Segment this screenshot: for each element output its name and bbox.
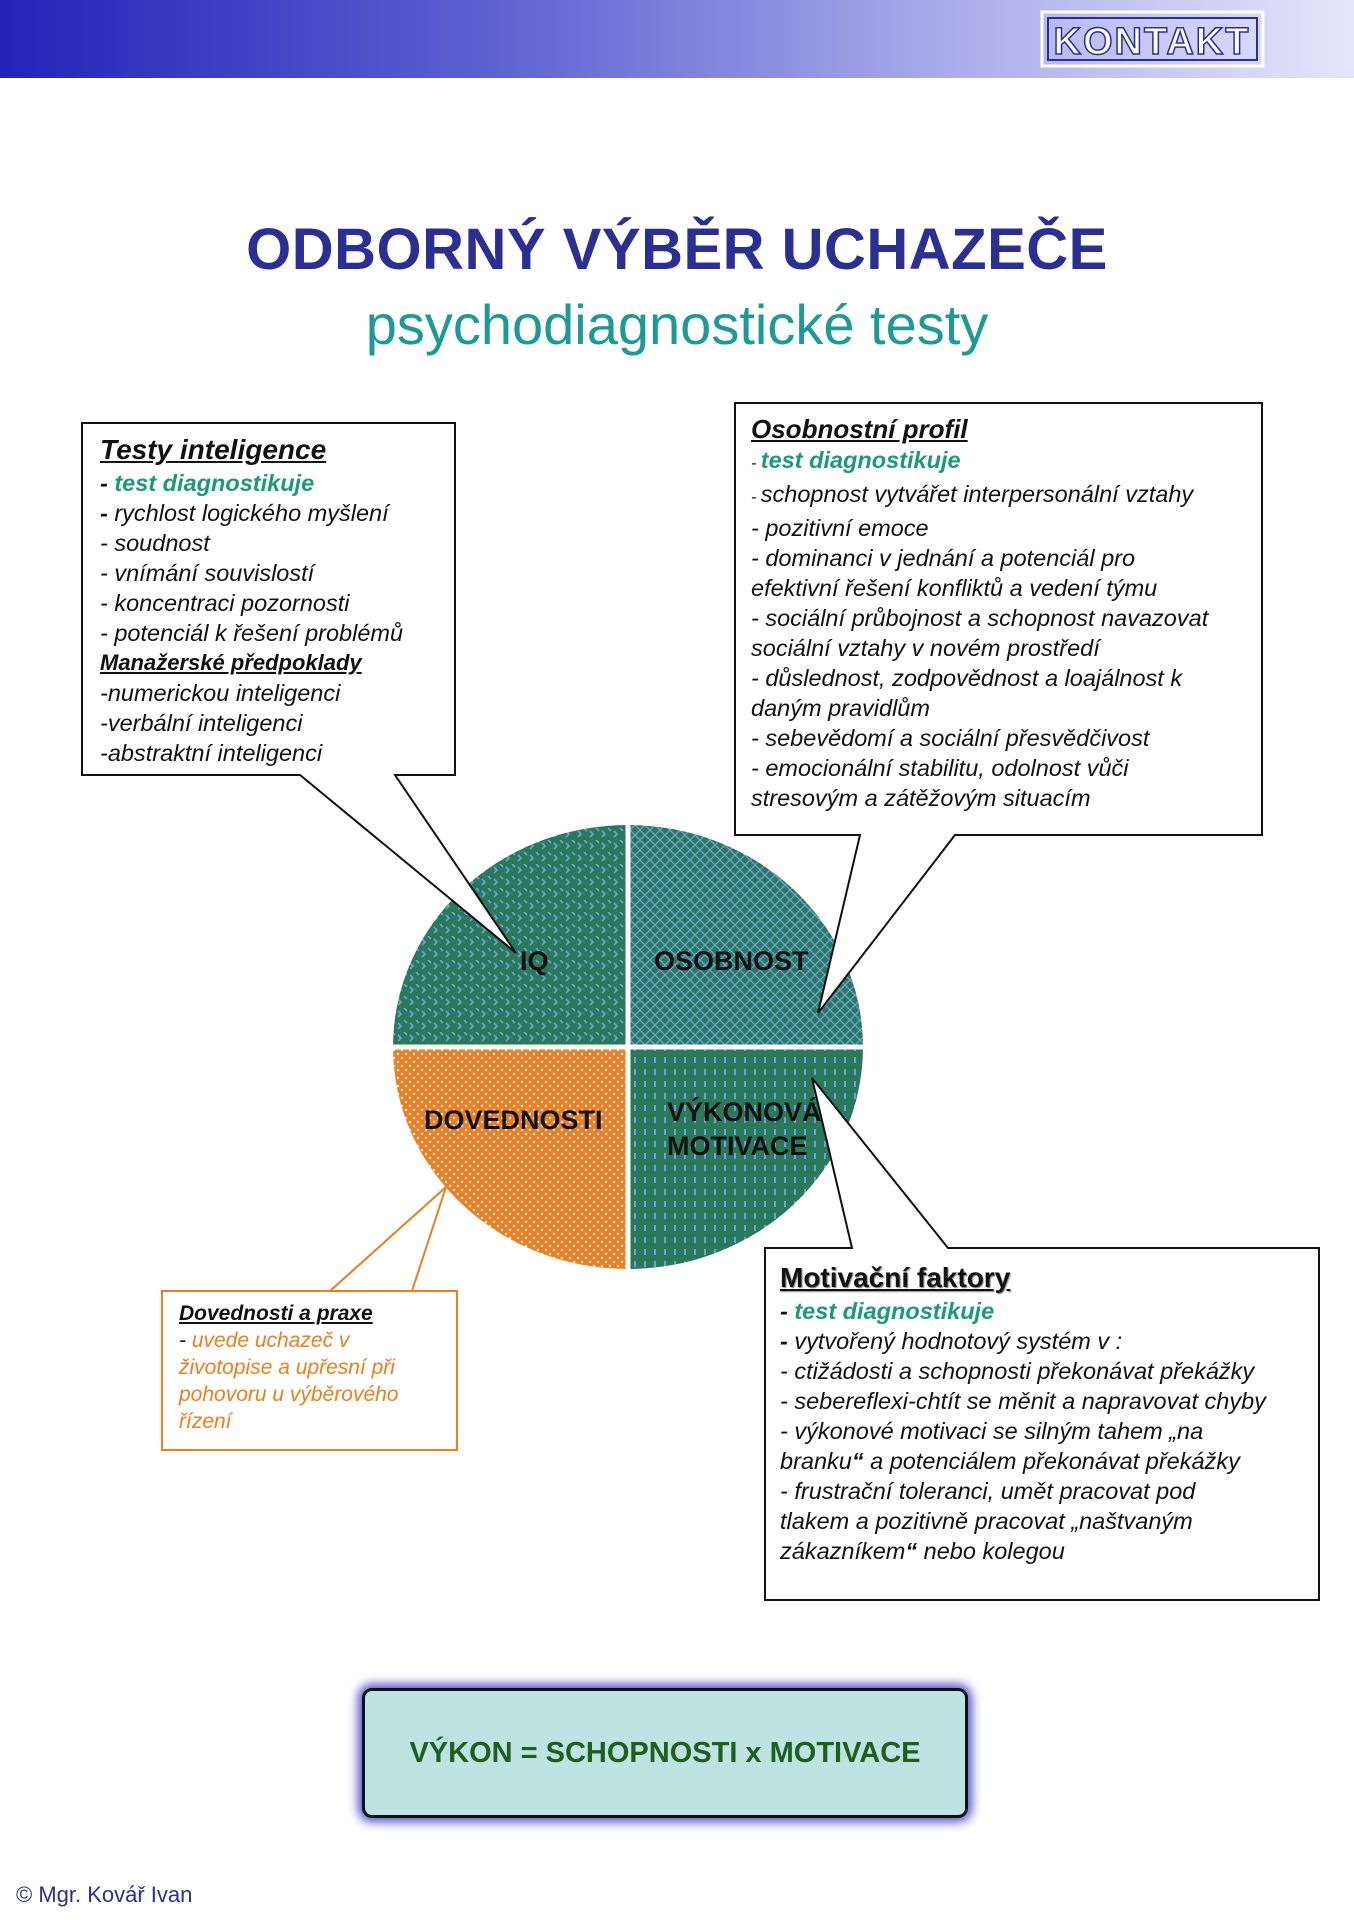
list-item: - pozitivní emoce [751,515,929,541]
list-item: - sebereflexi-chtít se měnit a napravova… [780,1388,1266,1414]
list-item: - výkonové motivaci se silným tahem „na [780,1418,1204,1444]
list-item: uvede uchazeč v [191,1329,350,1352]
list-item: rychlost logického myšlení [114,500,389,526]
list-item: branku [780,1448,852,1474]
diag-label: test diagnostikuje [794,1298,995,1324]
list-item: stresovým a zátěžovým situacím [751,785,1091,811]
callout-motivace [764,1077,1320,1601]
pie-quadrant-dovednosti [393,1047,628,1269]
list-item: - emocionální stabilitu, odolnost vůči [751,755,1129,781]
quote-mark: “ [851,1448,864,1474]
box-heading: Osobnostní profil [751,414,968,444]
formula-box: VÝKON = SCHOPNOSTI x MOTIVACE [362,1688,968,1818]
callout-osobnost [734,402,1263,1014]
page-subtitle: psychodiagnostické testy [365,293,989,356]
list-item: -numerickou inteligenci [100,680,341,706]
list-item: daným pravidlům [751,695,930,721]
pie-label-vykonova: VÝKONOVÁ [667,1097,822,1127]
list-item: - sociální průbojnost a schopnost navazo… [751,605,1209,631]
diag-label: test diagnostikuje [760,447,961,473]
box-heading: Testy inteligence [100,434,327,465]
footer-author: © Mgr. Kovář Ivan [16,1882,193,1907]
kontakt-logo: KONTAKT [1040,10,1265,68]
bullet: - [179,1329,192,1352]
list-item: sociální vztahy v novém prostředí [751,635,1100,661]
list-item: životopise a upřesní při [179,1356,395,1379]
callout-dovednosti [161,1183,458,1451]
list-item: -verbální inteligenci [100,710,303,736]
list-item: - koncentraci pozornosti [100,590,350,616]
list-item: řízení [179,1410,232,1433]
box-inteligence: Testy inteligence - test diagnostikuje -… [100,434,404,766]
list-item: schopnost vytvářet interpersonální vztah… [760,481,1194,507]
pie-label-iq: IQ [520,946,549,976]
pie-quadrant-osobnost [628,825,863,1047]
box-heading: Dovednosti a praxe [179,1302,373,1325]
callout-inteligence [81,422,517,954]
list-item: - sebevědomí a sociální přesvědčivost [751,725,1150,751]
list-item: - soudnost [100,530,210,556]
box-heading: Motivační faktory [780,1262,1011,1293]
sub-heading: Manažerské předpoklady [100,650,362,675]
pie-label-dovednosti: DOVEDNOSTI [424,1105,603,1135]
box-osobnost: Osobnostní profil - test diagnostikuje -… [751,414,1209,811]
formula-text: VÝKON = SCHOPNOSTI x MOTIVACE [409,1736,921,1769]
list-item: tlakem a pozitivně pracovat „naštvaným [780,1508,1193,1534]
box-dovednosti: Dovednosti a praxe - uvede uchazeč v živ… [179,1300,399,1435]
list-item: efektivní řešení konfliktů a vedení týmu [751,575,1158,601]
list-item: -abstraktní inteligenci [100,740,323,766]
box-motivace: Motivační faktory - test diagnostikuje -… [780,1262,1266,1564]
list-item: - frustrační toleranci, umět pracovat po… [780,1478,1196,1504]
list-item: - ctižádosti a schopnosti překonávat pře… [780,1358,1255,1384]
diag-label: test diagnostikuje [114,470,315,496]
list-item: - potenciál k řešení problémů [100,620,404,646]
pie-quadrant-iq [393,825,628,1047]
pie-quadrant-motivace [628,1047,863,1269]
logo-text: KONTAKT [1054,21,1251,63]
list-item: zákazníkem [780,1538,906,1564]
quote-mark: “ [905,1538,918,1564]
list-item: - dominanci v jednání a potenciál pro [751,545,1136,571]
pie-label-motivace: MOTIVACE [667,1131,808,1161]
list-item: - důslednost, zodpovědnost a loajálnost … [751,665,1183,691]
list-item: pohovoru u výběrového [179,1383,399,1406]
pie-label-osobnost: OSOBNOST [654,946,809,976]
list-item: nebo kolegou [917,1538,1065,1564]
list-item: vytvořený hodnotový systém v : [794,1328,1123,1354]
page-title: ODBORNÝ VÝBĚR UCHAZEČE [246,217,1108,282]
list-item: - vnímání souvislostí [100,560,315,586]
list-item: a potenciálem překonávat překážky [863,1448,1240,1474]
